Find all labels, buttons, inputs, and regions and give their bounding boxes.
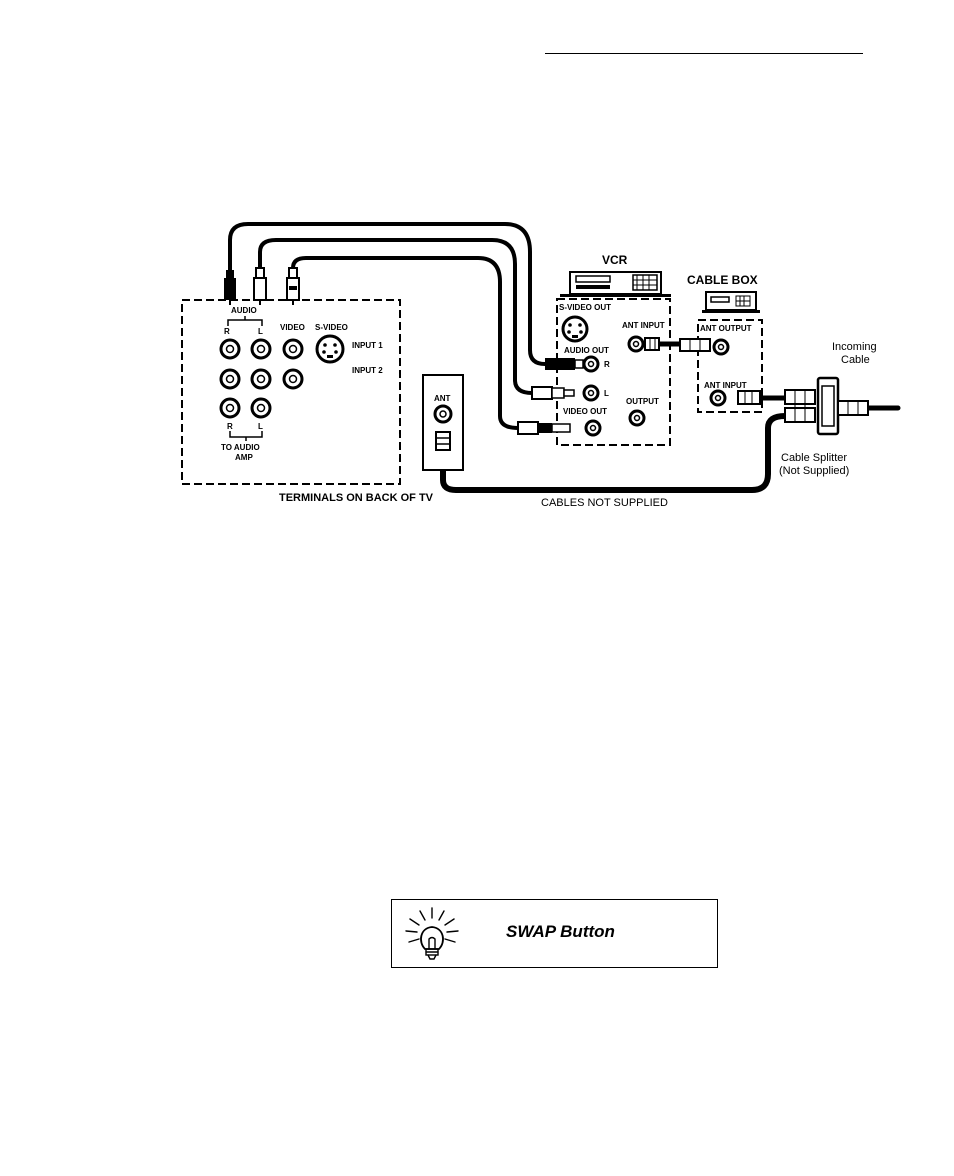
tv-bottom-r-label: R [227, 422, 233, 431]
wall-ant-label: ANT [434, 394, 451, 403]
tv-r-label: R [224, 327, 230, 336]
splitter-label-line2: (Not Supplied) [779, 465, 849, 477]
vcr-title: VCR [602, 253, 628, 267]
audio-r-cable [230, 224, 545, 364]
tv-to-audio-amp-line1: TO AUDIO [221, 443, 260, 452]
vcr-audio-out-label: AUDIO OUT [564, 346, 609, 355]
cablebox-title: CABLE BOX [687, 273, 758, 287]
cablebox-ant-input-label: ANT INPUT [704, 381, 747, 390]
incoming-cable-label-line2: Cable [841, 354, 870, 366]
splitter-label-line1: Cable Splitter [781, 452, 847, 464]
vcr-audio-l-label: L [604, 389, 609, 398]
vcr-ant-input-label: ANT INPUT [622, 321, 665, 330]
vcr-output-label: OUTPUT [626, 397, 659, 406]
cable-splitter-icon [785, 378, 868, 434]
lightbulb-icon [400, 906, 464, 964]
tv-bottom-l-label: L [258, 422, 263, 431]
tv-l-label: L [258, 327, 263, 336]
tv-panel-caption: TERMINALS ON BACK OF TV [279, 492, 434, 504]
tv-svideo-jack [317, 336, 343, 362]
video-cable [293, 258, 518, 428]
vcr-video-plug [518, 422, 538, 434]
tv-video-label: VIDEO [280, 323, 305, 332]
vcr-audio-l-plug [532, 387, 552, 399]
vcr-video-out-label: VIDEO OUT [563, 407, 607, 416]
tv-input1-label: INPUT 1 [352, 341, 383, 350]
wall-ant-connector [436, 432, 450, 450]
connection-diagram: AUDIO R L VIDEO S-VIDEO INPUT 1 INPUT 2 … [0, 0, 954, 560]
tip-title: SWAP Button [506, 922, 615, 942]
cablebox-ant-output-label: ANT OUTPUT [700, 324, 752, 333]
tv-to-audio-amp-line2: AMP [235, 453, 253, 462]
incoming-cable-label-line1: Incoming [832, 341, 877, 353]
tv-svideo-label: S-VIDEO [315, 323, 348, 332]
cablebox-icon [702, 292, 760, 313]
vcr-audio-r-plug [545, 358, 575, 370]
ant-to-splitter-cable [443, 416, 785, 490]
vcr-icon [560, 272, 671, 297]
audio-r-plug [224, 278, 236, 300]
tv-input2-label: INPUT 2 [352, 366, 383, 375]
tip-box: SWAP Button [391, 899, 718, 968]
vcr-svideo-out-label: S-VIDEO OUT [559, 303, 611, 312]
cables-not-supplied-caption: CABLES NOT SUPPLIED [541, 497, 668, 509]
audio-l-plug [254, 278, 266, 300]
tv-jacks [221, 336, 343, 417]
tv-audio-label: AUDIO [231, 306, 257, 315]
vcr-audio-r-label: R [604, 360, 610, 369]
